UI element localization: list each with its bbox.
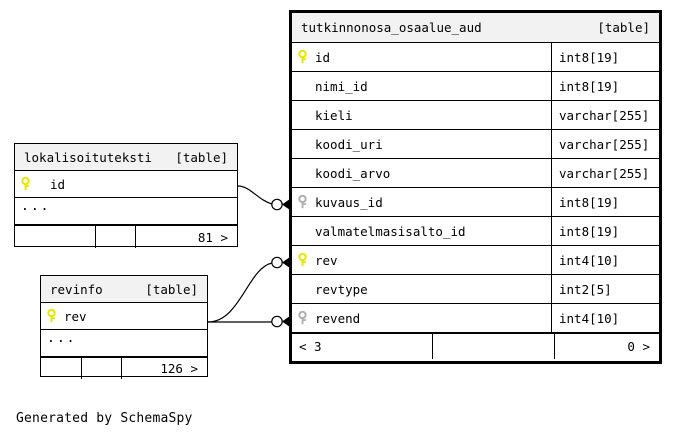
generated-by-caption: Generated by SchemaSpy	[16, 411, 193, 426]
yellow-key-icon	[298, 50, 311, 64]
table-row[interactable]: revtype int2[5]	[292, 275, 659, 304]
column-name: nimi_id	[315, 78, 368, 94]
relationship-lokalisoituteksti-kuvaus-id	[237, 185, 290, 211]
table-footer: 126 >	[41, 357, 207, 379]
table-header[interactable]: revinfo [table]	[41, 276, 207, 303]
gray-key-icon	[298, 195, 311, 209]
column-name-cell: nimi_id	[292, 72, 551, 100]
table-row[interactable]: kuvaus_id int8[19]	[292, 188, 659, 217]
column-name-cell: revend	[292, 304, 551, 332]
relationship-revinfo-revend	[208, 315, 290, 328]
column-name: valmatelmasisalto_id	[315, 223, 466, 239]
column-name: rev	[315, 252, 338, 268]
column-type-cell: int4[10]	[551, 304, 659, 332]
column-type-cell: int8[19]	[551, 72, 659, 100]
table-row-ellipsis[interactable]: ...	[41, 330, 207, 357]
column-name-cell: id	[15, 171, 237, 197]
table-type-label: [table]	[175, 149, 228, 165]
child-relations-count[interactable]: 81 >	[135, 226, 237, 248]
column-name-cell: kuvaus_id	[292, 188, 551, 216]
table-row[interactable]: rev	[41, 303, 207, 330]
table-row[interactable]: kieli varchar[255]	[292, 101, 659, 130]
column-type-cell: varchar[255]	[551, 130, 659, 158]
column-name-cell: revtype	[292, 275, 551, 303]
column-type-cell: int8[19]	[551, 43, 659, 71]
footer-spacer	[432, 334, 554, 359]
yellow-key-icon	[298, 253, 311, 267]
table-row[interactable]: koodi_uri varchar[255]	[292, 130, 659, 159]
footer-spacer-left	[15, 226, 95, 248]
table-footer: 81 >	[15, 225, 237, 248]
table-type-label: [table]	[597, 20, 650, 35]
column-type-cell: int4[10]	[551, 246, 659, 274]
column-type-cell: varchar[255]	[551, 101, 659, 129]
table-revinfo[interactable]: revinfo [table] rev ... 126 >	[40, 275, 208, 379]
column-name: rev	[64, 308, 87, 324]
column-name-cell: rev	[292, 246, 551, 274]
column-name-cell: valmatelmasisalto_id	[292, 217, 551, 245]
column-type-cell: int2[5]	[551, 275, 659, 303]
column-name-cell: koodi_arvo	[292, 159, 551, 187]
table-row[interactable]: id	[15, 171, 237, 198]
yellow-key-icon	[47, 309, 60, 323]
gray-key-icon	[298, 311, 311, 325]
column-name: revtype	[315, 281, 368, 297]
relationship-revinfo-rev	[207, 256, 290, 323]
table-row[interactable]: nimi_id int8[19]	[292, 72, 659, 101]
table-title: tutkinnonosa_osaalue_aud	[301, 20, 482, 35]
ellipsis-label: ...	[47, 331, 77, 346]
table-row[interactable]: id int8[19]	[292, 43, 659, 72]
table-row[interactable]: valmatelmasisalto_id int8[19]	[292, 217, 659, 246]
column-name: koodi_uri	[315, 136, 383, 152]
column-name: id	[315, 49, 331, 65]
child-relations-count[interactable]: 0 >	[554, 334, 659, 359]
column-name: kieli	[315, 107, 353, 123]
footer-spacer-middle	[95, 226, 135, 248]
parent-relations-count[interactable]: < 3	[299, 339, 322, 354]
column-name: koodi_arvo	[315, 165, 391, 181]
table-header[interactable]: lokalisoituteksti [table]	[15, 144, 237, 171]
table-tutkinnonosa-osaalue-aud[interactable]: tutkinnonosa_osaalue_aud [table] id int8…	[289, 10, 662, 364]
footer-spacer-left	[41, 358, 81, 379]
column-name: revend	[315, 310, 361, 326]
yellow-key-icon	[21, 177, 34, 191]
table-type-label: [table]	[145, 281, 198, 297]
table-footer: < 3 0 >	[292, 333, 659, 359]
column-type-cell: int8[19]	[551, 217, 659, 245]
table-lokalisoituteksti[interactable]: lokalisoituteksti [table] id ... 81 >	[14, 143, 238, 248]
column-name-cell: id	[292, 43, 551, 71]
table-row[interactable]: koodi_arvo varchar[255]	[292, 159, 659, 188]
table-title: lokalisoituteksti	[24, 149, 152, 165]
table-row[interactable]: revend int4[10]	[292, 304, 659, 333]
table-header[interactable]: tutkinnonosa_osaalue_aud [table]	[292, 13, 659, 43]
column-name-cell: rev	[41, 303, 207, 329]
ellipsis-label: ...	[21, 199, 51, 214]
column-name-cell: kieli	[292, 101, 551, 129]
footer-spacer-middle	[81, 358, 121, 379]
child-relations-count[interactable]: 126 >	[121, 358, 207, 379]
column-name: id	[50, 176, 66, 192]
table-title: revinfo	[50, 281, 103, 297]
table-row-ellipsis[interactable]: ...	[15, 198, 237, 225]
column-name-cell: koodi_uri	[292, 130, 551, 158]
column-name: kuvaus_id	[315, 194, 383, 210]
column-type-cell: int8[19]	[551, 188, 659, 216]
table-row[interactable]: rev int4[10]	[292, 246, 659, 275]
column-type-cell: varchar[255]	[551, 159, 659, 187]
